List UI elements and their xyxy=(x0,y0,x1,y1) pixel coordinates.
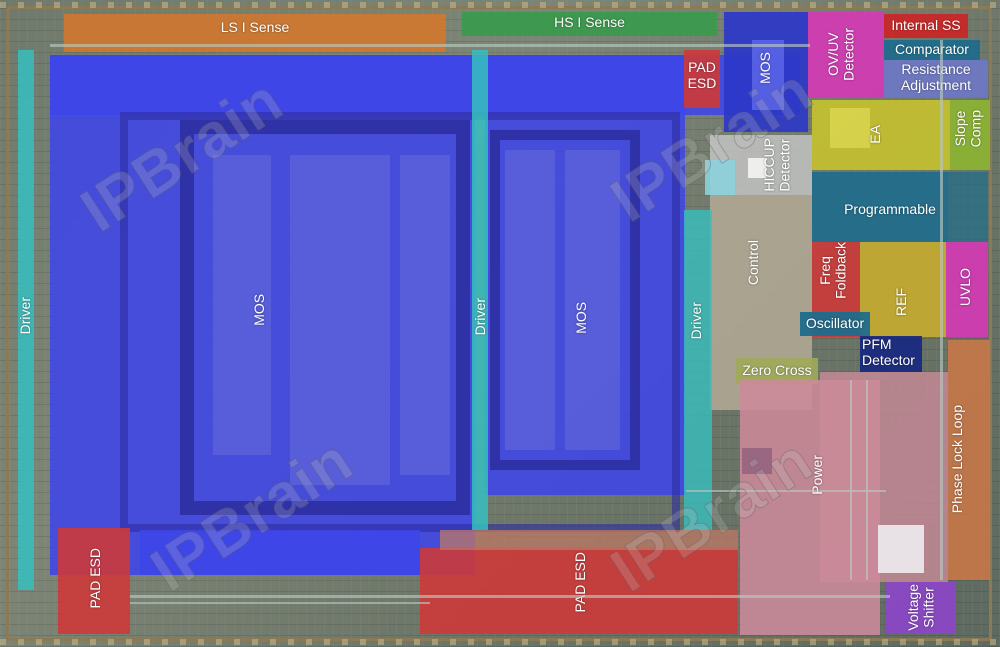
mos-top-label: MOS xyxy=(757,52,773,84)
mos-top-inner xyxy=(752,40,784,110)
driver-right-label: Driver xyxy=(688,302,704,340)
pad-esd-bottom-label: PAD ESD xyxy=(572,552,588,613)
mos-mid-label: MOS xyxy=(573,301,590,334)
bus-bottom-2 xyxy=(130,602,430,604)
slope-comp-label: Slope Comp xyxy=(952,110,984,148)
pad-esd-left-block xyxy=(58,528,130,634)
ls-i-sense-label: LS I Sense xyxy=(220,19,290,35)
slope-comp-block xyxy=(950,100,990,170)
mos-finger xyxy=(565,150,620,450)
voltage-shifter-block xyxy=(886,582,956,634)
bus-mid xyxy=(686,490,886,492)
bus-vert-2 xyxy=(866,380,868,580)
pad-esd-bottom-upper xyxy=(440,530,738,550)
driver-left-label: Driver xyxy=(17,297,33,335)
zero-cross-block xyxy=(736,358,818,384)
driver-mid-label: Driver xyxy=(472,298,488,336)
mos-finger xyxy=(213,155,271,455)
mos-finger xyxy=(400,155,450,475)
programmable-label: Programmable xyxy=(844,201,936,217)
mos-finger xyxy=(505,150,555,450)
pad-esd-top-label: PAD ESD xyxy=(687,59,717,91)
ov-uv-detector-block xyxy=(808,12,884,98)
hiccup-detector-label: HICCUP Detector xyxy=(761,138,793,192)
driver-right-block xyxy=(684,210,712,530)
hiccup-inner-box-2 xyxy=(705,160,735,195)
power-label: Power xyxy=(809,455,825,495)
mos-inner-ring-mid xyxy=(490,130,640,470)
pfm-detector-label: PFM Detector xyxy=(862,336,915,368)
pad-esd-top-block xyxy=(684,50,720,108)
pad-esd-bottom-block xyxy=(420,548,738,634)
bus-top xyxy=(50,44,810,47)
oscillator-block xyxy=(800,312,870,336)
ref-label: REF xyxy=(893,288,909,316)
ea-inner xyxy=(830,108,870,148)
phase-lock-loop-block xyxy=(948,340,990,580)
power-inner-white xyxy=(878,525,924,573)
phase-lock-loop-label: Phase Lock Loop xyxy=(949,405,965,514)
uvlo-block xyxy=(946,242,988,337)
ea-label: EA xyxy=(867,125,883,144)
driver-mid-block xyxy=(472,50,488,530)
mos-inner-ring-left xyxy=(180,120,470,515)
bus-right xyxy=(940,40,943,580)
resistance-adjustment-label: Resistance Adjustment xyxy=(900,61,972,93)
hs-i-sense-label: HS I Sense xyxy=(554,14,625,30)
mos-left-label: MOS xyxy=(251,293,268,326)
programmable-ext xyxy=(948,172,988,242)
zero-cross-label: Zero Cross xyxy=(742,362,812,378)
comparator-label: Comparator xyxy=(895,41,969,57)
internal-ss-block xyxy=(884,14,968,38)
ref-block xyxy=(860,242,946,337)
control-label: Control xyxy=(745,240,761,286)
bottom-bond-pads xyxy=(0,639,1000,645)
oscillator-label: Oscillator xyxy=(805,315,865,331)
ov-uv-detector-label: OV/UV Detector xyxy=(825,28,857,81)
pad-esd-left-label: PAD ESD xyxy=(87,548,103,609)
bus-bottom xyxy=(130,595,890,598)
bus-vert-1 xyxy=(850,380,852,580)
resistance-adjustment-block xyxy=(884,60,988,98)
mos-finger xyxy=(290,155,390,485)
hiccup-inner-box xyxy=(748,158,766,178)
uvlo-label: UVLO xyxy=(957,268,973,307)
mos-top-bar xyxy=(50,55,800,115)
voltage-shifter-label: Voltage Shifter xyxy=(905,584,937,631)
comparator-block xyxy=(884,40,980,60)
hs-i-sense-block xyxy=(462,12,717,36)
freq-foldback-label: Freq Foldback xyxy=(817,242,849,299)
programmable-block xyxy=(812,172,948,242)
pfm-detector-block xyxy=(860,336,922,372)
mos-bottom-strip xyxy=(140,530,420,575)
power-inner-box xyxy=(742,448,772,474)
top-bond-pads xyxy=(0,2,1000,8)
driver-left-block xyxy=(18,50,34,590)
internal-ss-label: Internal SS xyxy=(891,17,961,33)
mos-inner-ring-outer xyxy=(120,112,680,532)
